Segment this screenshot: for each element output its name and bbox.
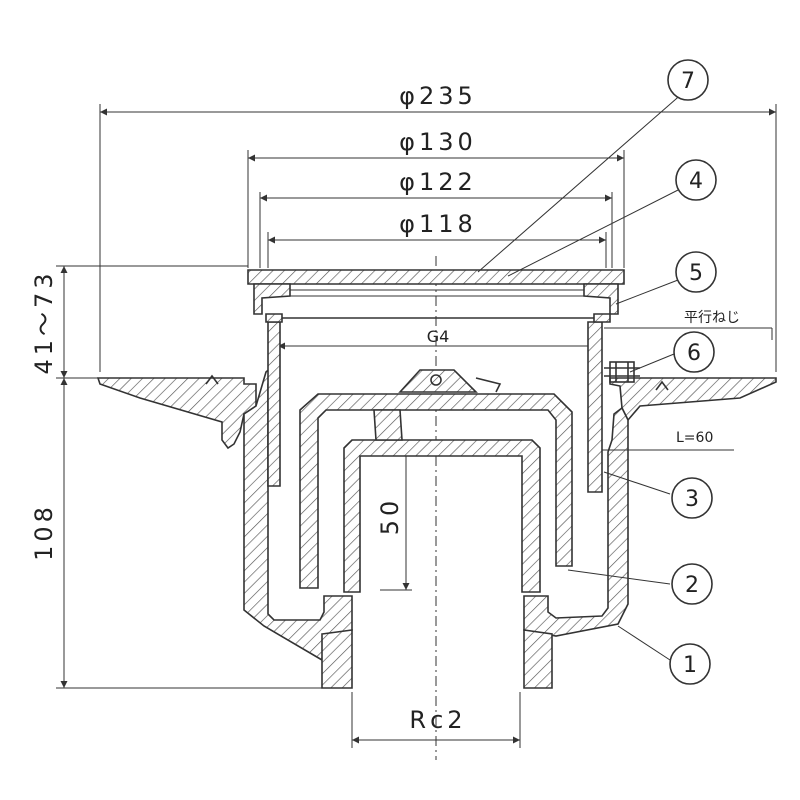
callout-5: 5: [675, 251, 717, 293]
dim-phi-130: φ130: [399, 128, 477, 156]
callout-4-label: 4: [689, 169, 703, 194]
dim-g4: G4: [427, 327, 450, 346]
note-l60: L=60: [676, 430, 713, 446]
callout-leaders: [477, 91, 685, 661]
dim-rc2: Rc2: [409, 706, 466, 734]
dim-phi-122: φ122: [399, 168, 477, 196]
dim-50: 50: [376, 497, 404, 536]
callout-1: 1: [669, 643, 711, 685]
dim-phi-118: φ118: [399, 210, 477, 238]
inner-sleeve: [267, 321, 603, 493]
grate-assembly: [247, 269, 625, 323]
callout-2-label: 2: [685, 573, 699, 598]
bolt: [604, 361, 640, 383]
trap-bell: [299, 369, 573, 593]
callout-5-label: 5: [689, 261, 703, 286]
callout-7: 7: [667, 59, 709, 101]
callout-3: 3: [671, 477, 713, 519]
callout-6: 6: [673, 331, 715, 373]
callout-6-label: 6: [687, 341, 701, 366]
callout-2: 2: [671, 563, 713, 605]
note-parallel-thread: 平行ねじ: [684, 310, 740, 326]
callout-4: 4: [675, 159, 717, 201]
callout-3-label: 3: [685, 487, 699, 512]
dim-phi-235: φ235: [399, 82, 477, 110]
dimension-lines: [56, 104, 777, 748]
callout-1-label: 1: [683, 653, 697, 678]
dim-108: 108: [30, 503, 58, 561]
drain-body: [96, 360, 777, 689]
callout-7-label: 7: [681, 69, 695, 94]
dim-41-73: 41〜73: [30, 269, 58, 374]
